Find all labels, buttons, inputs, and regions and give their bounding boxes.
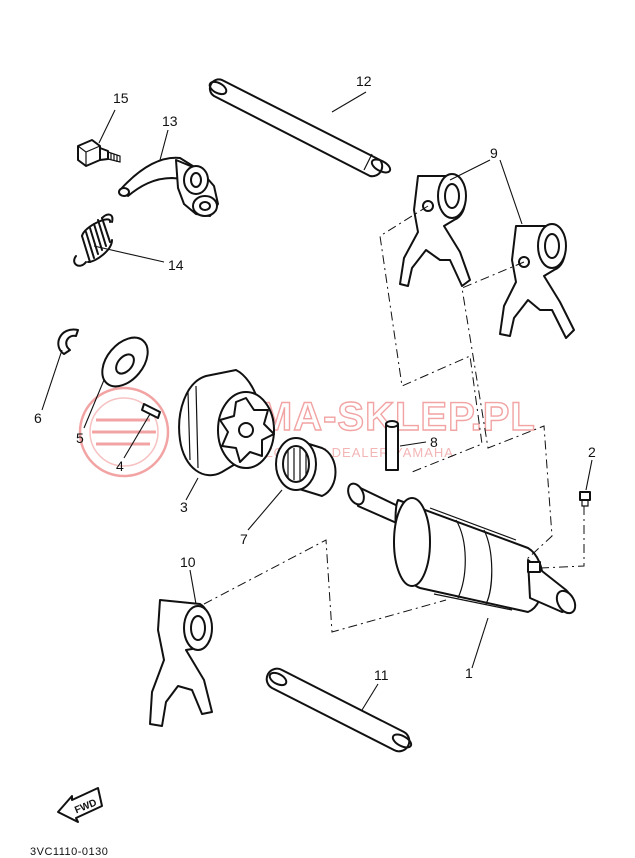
part-13-stopper-lever: [118, 156, 219, 217]
label-part-7: 7: [240, 531, 248, 547]
assembly-lines: [203, 205, 585, 633]
label-part-2: 2: [588, 444, 596, 460]
label-part-3: 3: [180, 499, 188, 515]
part-15-spring: [73, 213, 114, 267]
part-10-shift-fork: [149, 599, 213, 727]
part-5-washer: [101, 336, 149, 388]
diagram-code: 3VC1110-0130: [30, 846, 108, 858]
part-8-dowel: [385, 420, 399, 471]
label-part-8: 8: [430, 434, 438, 450]
label-part-14: 15: [113, 90, 129, 106]
label-part-11: 11: [374, 667, 389, 683]
label-part-5: 5: [76, 430, 84, 446]
part-14-bolt: [77, 139, 121, 167]
part-6-circlip: [57, 328, 79, 355]
label-part-9: 9: [490, 145, 498, 161]
part-12-shaft-upper: [208, 78, 392, 178]
watermark-logo: [78, 386, 170, 478]
fwd-arrow-badge: FWD: [57, 787, 103, 823]
part-4-pin: [141, 403, 161, 419]
label-part-4: 4: [116, 458, 124, 474]
label-part-12: 12: [356, 73, 372, 89]
part-labels: 15 13 12 9 14 6 5 4 8 2 3 7 10 11 1: [34, 73, 596, 683]
label-part-10: 10: [180, 554, 196, 570]
part-9-shift-fork-a: [399, 173, 471, 287]
part-9-shift-fork-b: [499, 223, 575, 339]
label-part-1: 1: [465, 665, 473, 681]
part-2-screw: [579, 491, 591, 507]
label-part-13: 13: [162, 113, 178, 129]
leader-lines: [41, 91, 593, 711]
label-part-15: 14: [168, 257, 184, 273]
part-1-shift-drum: [347, 482, 577, 615]
part-7-bearing: [275, 437, 337, 497]
label-part-6: 6: [34, 410, 42, 426]
part-3-segment: [178, 369, 275, 477]
part-11-shaft-lower: [265, 667, 413, 753]
